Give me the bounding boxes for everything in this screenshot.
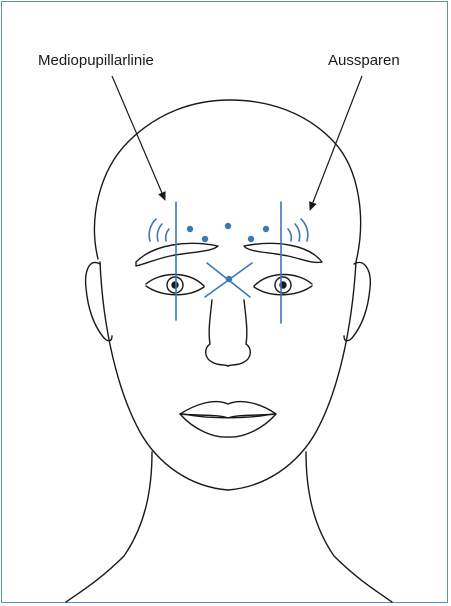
spare-arc-left-1 xyxy=(149,219,156,241)
injection-point xyxy=(225,223,231,229)
injection-point-center xyxy=(226,276,232,282)
left-ear xyxy=(86,262,112,340)
pointer-arrow-right xyxy=(310,76,362,210)
face-left-contour xyxy=(100,262,228,490)
left-eyebrow xyxy=(136,243,218,266)
injection-point xyxy=(263,226,269,232)
nose-right xyxy=(228,300,250,366)
neck-right xyxy=(306,452,392,602)
spare-arc-right-1 xyxy=(301,219,308,241)
injection-point xyxy=(202,236,208,242)
injection-point xyxy=(187,226,193,232)
right-eyebrow xyxy=(244,243,322,262)
neck-left xyxy=(66,452,152,602)
injection-point xyxy=(248,236,254,242)
pointer-arrow-left xyxy=(112,76,165,200)
spare-arc-left-2 xyxy=(157,224,162,241)
face-right-contour xyxy=(228,262,356,490)
left-pupil xyxy=(172,282,178,288)
spare-arc-left-3 xyxy=(166,229,169,241)
nose-left xyxy=(206,300,228,366)
spare-arc-right-2 xyxy=(295,224,300,241)
spare-arc-right-3 xyxy=(288,229,291,241)
